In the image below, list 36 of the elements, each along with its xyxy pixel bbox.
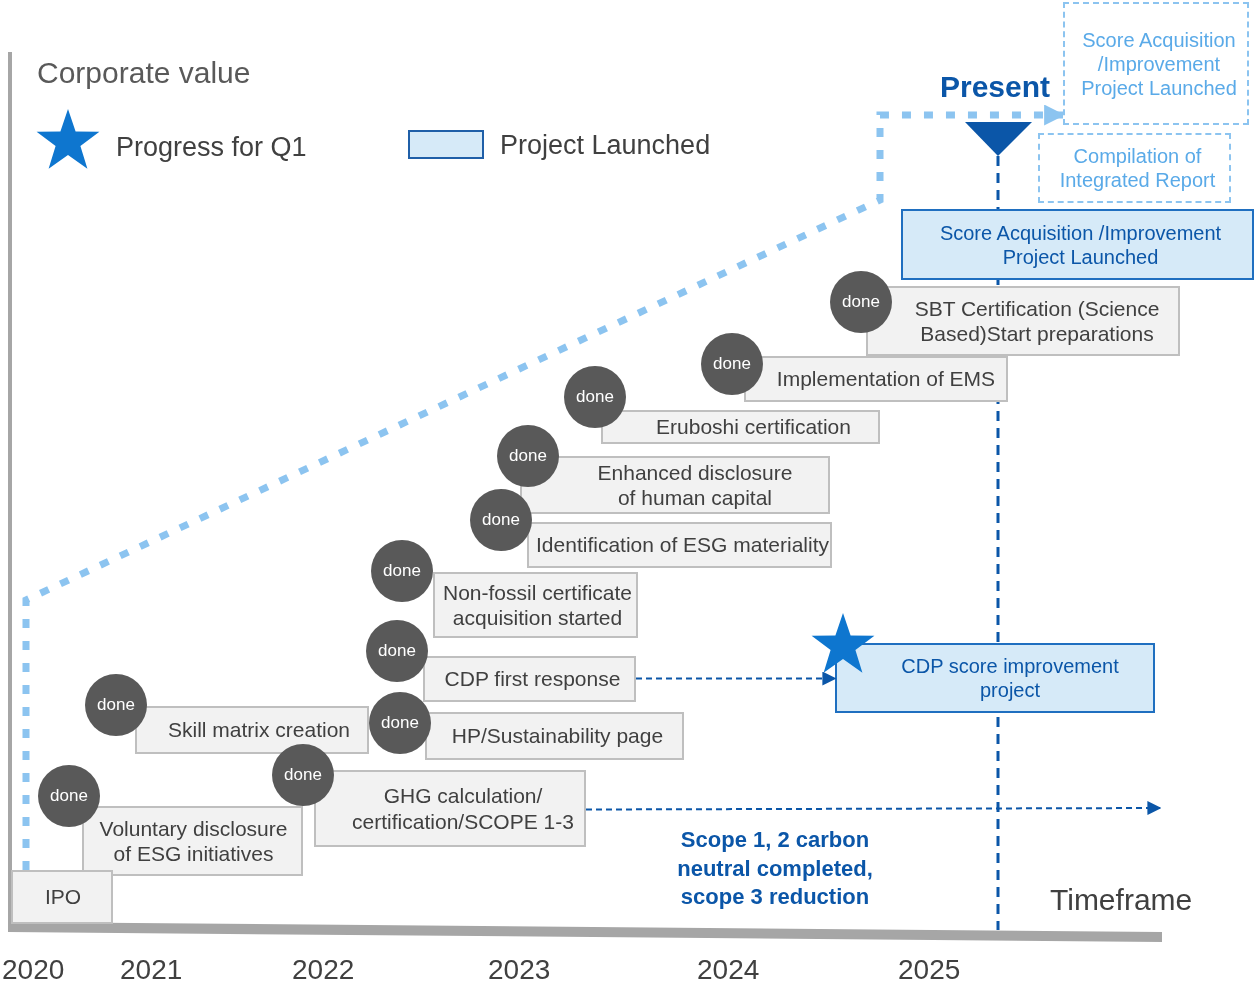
- legend-label: Progress for Q1: [116, 132, 307, 163]
- arrow: [585, 801, 1162, 816]
- milestone-box: Skill matrix creation: [135, 706, 369, 754]
- project-box: Compilation of Integrated Report: [1038, 133, 1231, 203]
- status-badge: done: [470, 489, 532, 551]
- status-badge: done: [830, 271, 892, 333]
- project-box: Score Acquisition /Improvement Project Launched: [901, 209, 1254, 280]
- status-badge: done: [497, 425, 559, 487]
- axis-title: Timeframe: [1050, 883, 1193, 917]
- status-badge: done: [701, 333, 763, 395]
- milestone-box: Identification of ESG materiality: [527, 522, 832, 568]
- present-label: Present: [940, 70, 1051, 104]
- status-badge: done: [85, 674, 147, 736]
- axis-title: Corporate value: [37, 56, 251, 90]
- status-badge: done: [564, 366, 626, 428]
- status-badge: done: [371, 540, 433, 602]
- arrow: [635, 671, 837, 686]
- year-label: 2025: [898, 954, 961, 986]
- milestone-box: HP/Sustainability page: [425, 712, 684, 760]
- milestone-box: IPO: [11, 870, 113, 924]
- year-label: 2024: [697, 954, 760, 986]
- project-box: CDP score improvement project: [835, 643, 1155, 713]
- year-label: 2023: [488, 954, 551, 986]
- project-box: Score Acquisition /Improvement Project Launched: [1063, 2, 1249, 125]
- status-badge: done: [369, 692, 431, 754]
- legend-label: Project Launched: [500, 130, 711, 161]
- milestone-box: Voluntary disclosure of ESG initiatives: [82, 806, 303, 876]
- status-badge: done: [38, 765, 100, 827]
- status-badge: done: [366, 620, 428, 682]
- year-label: 2021: [120, 954, 183, 986]
- year-label: 2022: [292, 954, 355, 986]
- year-label: 2020: [2, 954, 65, 986]
- milestone-box: Eruboshi certification: [601, 410, 880, 444]
- note-text: Scope 1, 2 carbon neutral completed, scope 3 reduction: [676, 826, 874, 912]
- milestone-box: Non-fossil certificate acquisition started: [433, 572, 638, 638]
- milestone-box: CDP first response: [423, 656, 636, 702]
